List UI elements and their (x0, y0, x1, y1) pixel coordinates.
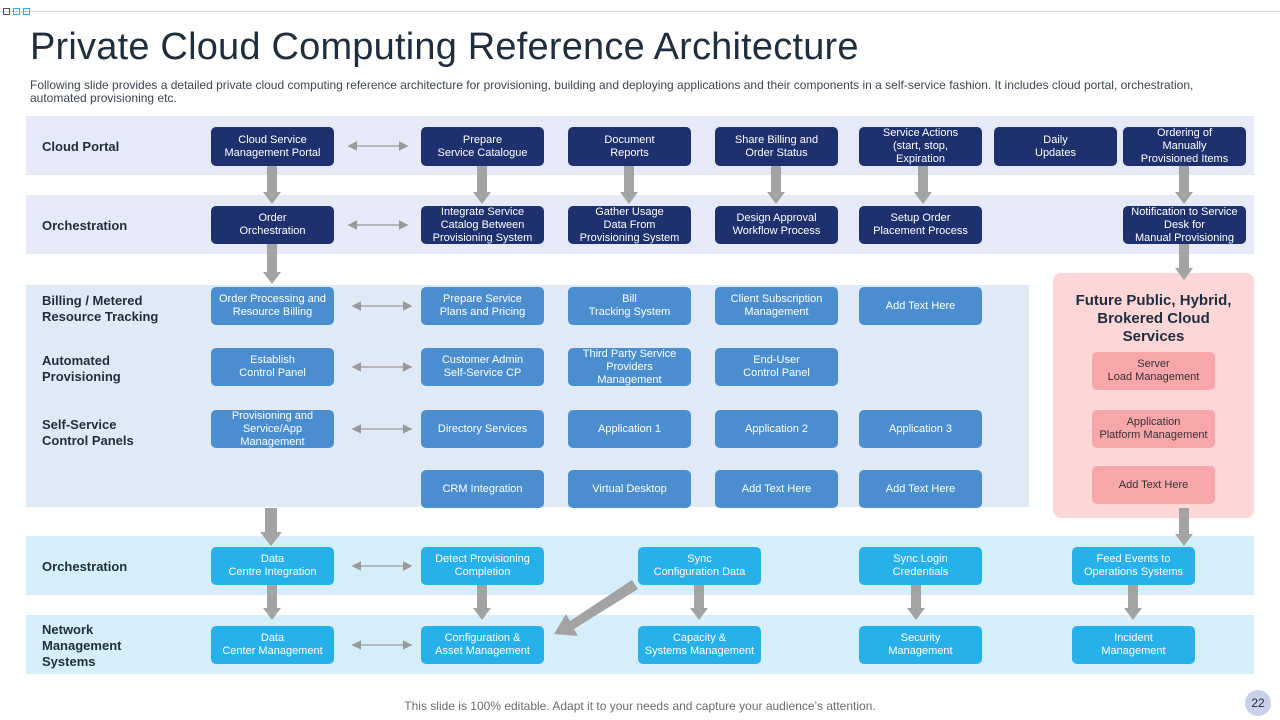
row-label-self-service: Self-Service Control Panels (42, 417, 134, 448)
down-arrow-icon (1175, 508, 1193, 546)
box-add-text: Add Text Here (859, 470, 982, 508)
row-label-orchestration: Orchestration (42, 218, 128, 233)
down-arrow-icon (767, 166, 785, 204)
box-configuration-asset: Configuration & Asset Management (421, 626, 544, 664)
future-cloud-title: Future Public, Hybrid, Brokered Cloud Se… (1075, 292, 1232, 345)
box-design-approval: Design Approval Workflow Process (715, 206, 838, 244)
diagonal-arrow-icon (554, 580, 638, 636)
window-square-icon (13, 8, 20, 15)
box-share-billing: Share Billing and Order Status (715, 127, 838, 166)
box-add-text: Add Text Here (715, 470, 838, 508)
page-subtitle: Following slide provides a detailed priv… (30, 78, 1194, 105)
box-order-processing: Order Processing and Resource Billing (211, 287, 334, 325)
down-arrow-icon (690, 584, 708, 620)
box-prepare-catalogue: Prepare Service Catalogue (421, 127, 544, 166)
box-directory-services: Directory Services (421, 410, 544, 448)
box-sync-configuration: Sync Configuration Data (638, 547, 761, 585)
box-data-centre-integration: Data Centre Integration (211, 547, 334, 585)
top-rule (0, 11, 1280, 12)
down-arrow-icon (907, 584, 925, 620)
box-add-text: Add Text Here (1092, 466, 1215, 504)
down-arrow-icon (263, 166, 281, 204)
footer-note: This slide is 100% editable. Adapt it to… (404, 699, 876, 713)
box-capacity-systems: Capacity & Systems Management (638, 626, 761, 664)
window-square-icon (3, 8, 10, 15)
down-arrow-icon (1175, 166, 1193, 204)
box-third-party: Third Party Service Providers Management (568, 348, 691, 386)
down-arrow-icon (263, 244, 281, 284)
page-title: Private Cloud Computing Reference Archit… (30, 26, 859, 68)
box-notification-service-desk: Notification to Service Desk for Manual … (1123, 206, 1246, 244)
row-label-cloud-portal: Cloud Portal (42, 139, 120, 154)
box-application-3: Application 3 (859, 410, 982, 448)
box-detect-provisioning: Detect Provisioning Completion (421, 547, 544, 585)
box-application-platform: Application Platform Management (1092, 410, 1215, 448)
window-square-icon (23, 8, 30, 15)
down-arrow-icon (260, 508, 282, 546)
box-ordering-manual-items: Ordering of Manually Provisioned Items (1123, 127, 1246, 166)
row-label-billing: Billing / Metered Resource Tracking (42, 293, 159, 324)
box-setup-order: Setup Order Placement Process (859, 206, 982, 244)
box-bill-tracking: Bill Tracking System (568, 287, 691, 325)
down-arrow-icon (263, 584, 281, 620)
down-arrow-icon (473, 166, 491, 204)
box-server-load: Server Load Management (1092, 352, 1215, 390)
box-daily-updates: Daily Updates (994, 127, 1117, 166)
row-label-automated-provisioning: Automated Provisioning (42, 353, 121, 384)
box-order-orchestration: Order Orchestration (211, 206, 334, 244)
down-arrow-icon (1175, 244, 1193, 280)
box-application-2: Application 2 (715, 410, 838, 448)
box-incident-management: Incident Management (1072, 626, 1195, 664)
down-arrow-icon (620, 166, 638, 204)
page-number: 22 (1245, 690, 1271, 716)
box-end-user-control: End-User Control Panel (715, 348, 838, 386)
down-arrow-icon (473, 584, 491, 620)
box-gather-usage-data: Gather Usage Data From Provisioning Syst… (568, 206, 691, 244)
box-document-reports: Document Reports (568, 127, 691, 166)
box-provisioning-service-app: Provisioning and Service/App Management (211, 410, 334, 448)
box-feed-events: Feed Events to Operations Systems (1072, 547, 1195, 585)
box-security-management: Security Management (859, 626, 982, 664)
down-arrow-icon (914, 166, 932, 204)
box-add-text: Add Text Here (859, 287, 982, 325)
box-data-center-management: Data Center Management (211, 626, 334, 664)
box-service-actions: Service Actions (start, stop, Expiration (859, 127, 982, 166)
box-virtual-desktop: Virtual Desktop (568, 470, 691, 508)
box-sync-login: Sync Login Credentials (859, 547, 982, 585)
box-prepare-plans: Prepare Service Plans and Pricing (421, 287, 544, 325)
down-arrow-icon (1124, 584, 1142, 620)
box-establish-control-panel: Establish Control Panel (211, 348, 334, 386)
box-integrate-service-catalog: Integrate Service Catalog Between Provis… (421, 206, 544, 244)
box-customer-admin: Customer Admin Self-Service CP (421, 348, 544, 386)
box-client-subscription: Client Subscription Management (715, 287, 838, 325)
box-crm-integration: CRM Integration (421, 470, 544, 508)
row-label-orchestration-bottom: Orchestration (42, 559, 128, 574)
box-application-1: Application 1 (568, 410, 691, 448)
row-label-network: Network Management Systems (42, 622, 122, 669)
box-cloud-service-portal: Cloud Service Management Portal (211, 127, 334, 166)
